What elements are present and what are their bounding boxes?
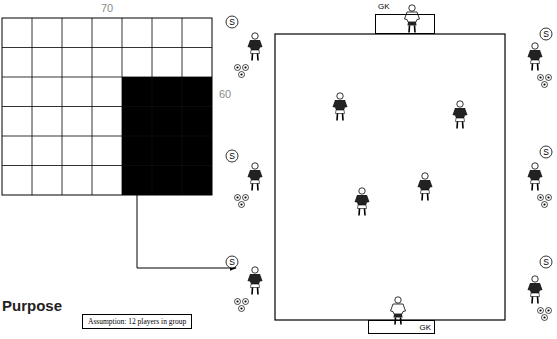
server-label: S [540, 146, 552, 158]
goal-box: GK [368, 320, 435, 334]
dimension-label: 70 [101, 2, 113, 14]
server-circles [226, 16, 552, 268]
note-text: Assumption: 12 players in group [88, 317, 186, 326]
server-label: S [226, 16, 238, 28]
assumption-box: Assumption: 12 players in group [82, 314, 192, 329]
pointer-arrow [137, 195, 236, 268]
pitch-grid-area: 7060 [2, 18, 212, 195]
balls [235, 65, 552, 321]
goal-label: GK [419, 323, 431, 332]
pitch-grid [2, 18, 212, 195]
goal-label: GK [378, 2, 390, 11]
goalkeepers [391, 5, 420, 325]
server-label: S [226, 150, 238, 162]
server-label: S [540, 256, 552, 268]
goal-box: GK [375, 14, 435, 34]
section-heading: Purpose [2, 297, 62, 314]
server-label: S [540, 28, 552, 40]
server-label: S [226, 256, 238, 268]
players [248, 33, 543, 304]
playing-field [275, 34, 505, 320]
dimension-label: 60 [219, 88, 231, 100]
